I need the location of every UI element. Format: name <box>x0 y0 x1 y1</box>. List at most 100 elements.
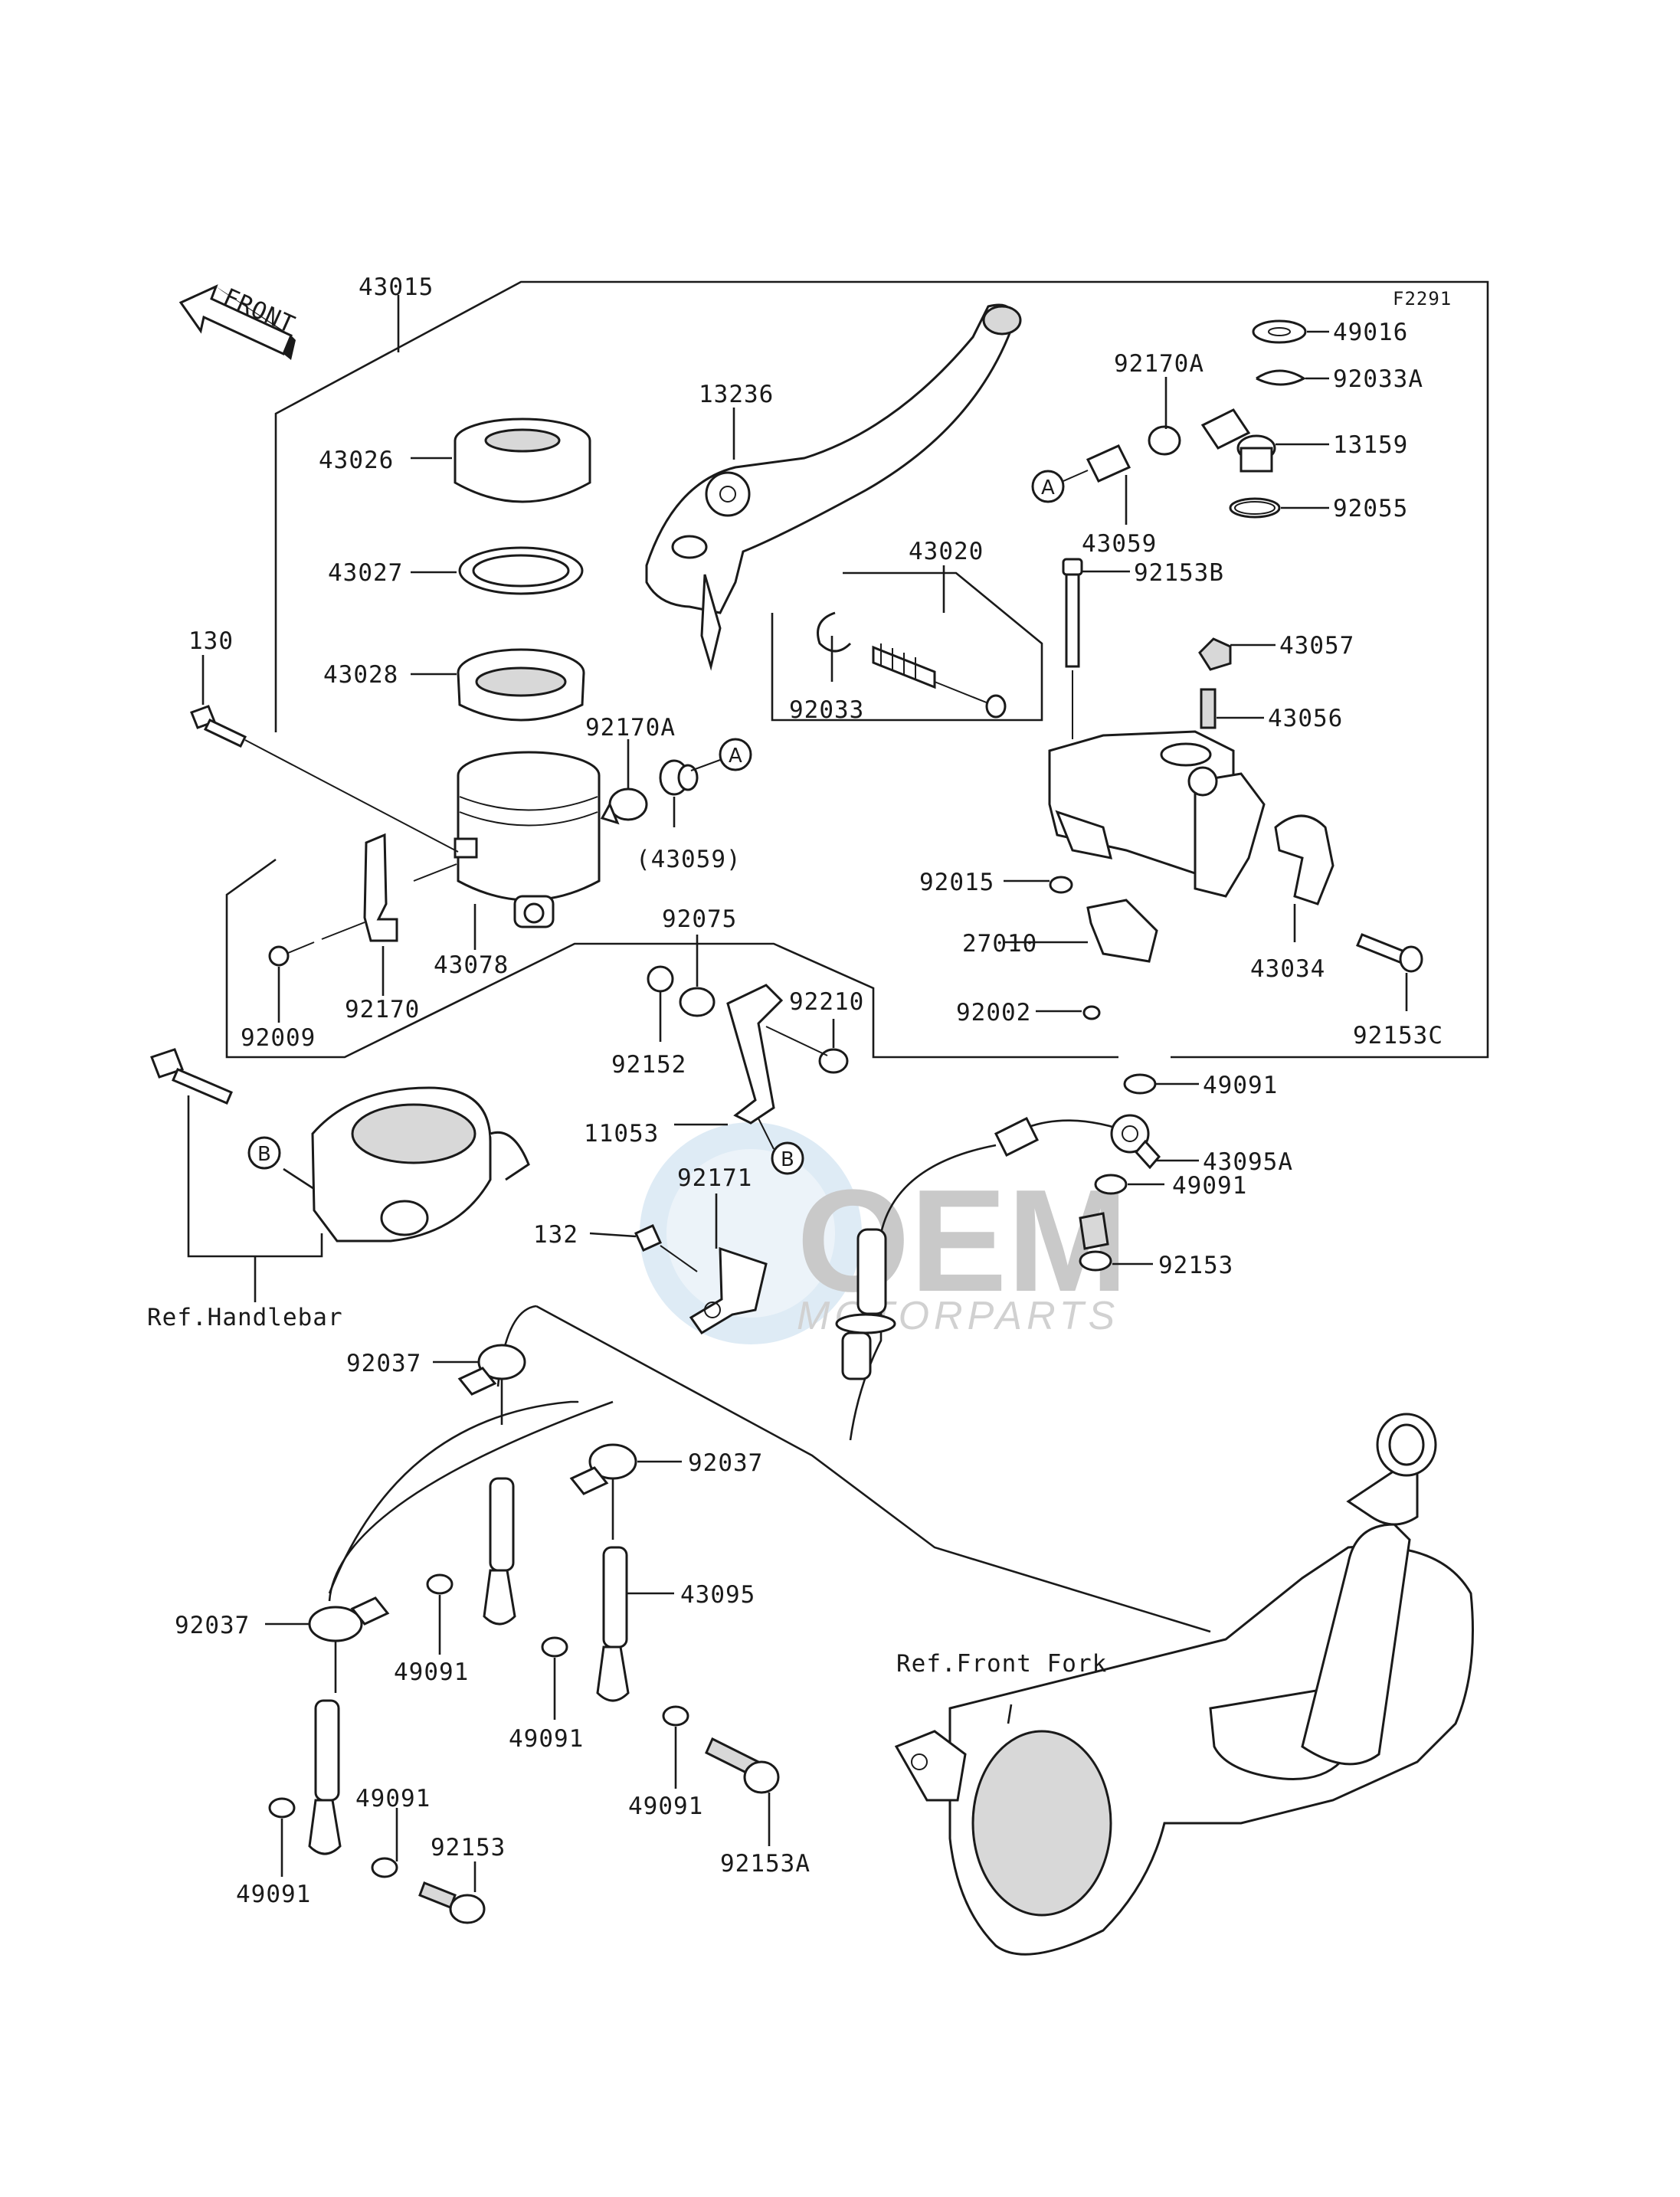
banjo-bolt-92153-right <box>1079 1212 1112 1272</box>
label-92075: 92075 <box>662 905 737 933</box>
grommet-92075 <box>679 987 716 1017</box>
clamp-92170A-left <box>600 787 648 825</box>
washer-49091-upper <box>1123 1073 1157 1095</box>
label-43026: 43026 <box>319 447 394 474</box>
label-92002: 92002 <box>956 999 1031 1026</box>
label-49091-mid: 49091 <box>1172 1172 1247 1200</box>
label-13236: 13236 <box>699 381 774 408</box>
hose-lower-c <box>328 1400 614 1602</box>
label-49091-e: 49091 <box>628 1793 703 1820</box>
label-49091-g: 49091 <box>236 1881 311 1908</box>
label-27010: 27010 <box>962 930 1037 958</box>
handlebar-bolt <box>150 1048 233 1105</box>
assembly-boundary-lower <box>225 858 1118 1059</box>
label-49091-c: 49091 <box>394 1658 469 1686</box>
label-92153-right: 92153 <box>1158 1252 1233 1279</box>
clamp-43034 <box>1274 814 1335 905</box>
screw-92009 <box>268 941 315 967</box>
watermark-globe-icon <box>640 1122 862 1344</box>
watermark-brand: OEM <box>797 1160 1128 1322</box>
handlebar-ref-bracket <box>187 1095 323 1258</box>
part-labels: 43015 43026 43027 43028 130 92170A (4305… <box>147 273 1443 1908</box>
nut-92210 <box>818 1048 849 1074</box>
label-49091-upper: 49091 <box>1203 1072 1278 1099</box>
callout-A-right: A <box>1031 470 1089 503</box>
label-92033A: 92033A <box>1333 365 1423 393</box>
bolt-132 <box>634 1224 698 1272</box>
label-43095: 43095 <box>680 1581 755 1609</box>
reservoir-plate <box>458 546 584 595</box>
master-cylinder-body <box>1048 730 1266 898</box>
svg-text:A: A <box>1041 476 1055 499</box>
fitting-92037-left <box>308 1596 390 1642</box>
label-49091-d: 49091 <box>509 1725 584 1753</box>
label-92153A: 92153A <box>720 1850 811 1878</box>
label-43027: 43027 <box>328 559 403 587</box>
label-43015: 43015 <box>359 273 434 301</box>
label-92170: 92170 <box>345 996 420 1023</box>
label-ref-handlebar: Ref.Handlebar <box>147 1304 343 1331</box>
label-92153C: 92153C <box>1353 1022 1443 1049</box>
svg-text:A: A <box>729 745 742 768</box>
label-13159: 13159 <box>1333 431 1408 459</box>
cap-49016 <box>1252 319 1307 344</box>
oring-92055 <box>1229 497 1281 519</box>
circlip-92033 <box>817 611 852 653</box>
label-43020: 43020 <box>909 538 984 565</box>
washers-49091-lower <box>268 1573 689 1878</box>
figure-code: F2291 <box>1393 288 1452 309</box>
label-92153-lower: 92153 <box>431 1834 506 1861</box>
hose-sleeve-left <box>308 1699 342 1855</box>
brake-lever <box>645 303 1022 671</box>
piston-kit-box <box>771 571 1043 722</box>
clamp-92170A-right <box>1148 425 1181 456</box>
callout-B-right: B <box>758 1118 804 1175</box>
label-49091-f: 49091 <box>355 1785 431 1812</box>
bleeder-cap-43057 <box>1198 637 1232 671</box>
washer-92152 <box>647 965 674 993</box>
label-ref-front-fork: Ref.Front Fork <box>896 1650 1107 1678</box>
label-43059-paren: (43059) <box>636 846 742 873</box>
screw-92002 <box>1082 1005 1101 1020</box>
switch-27010 <box>1086 899 1158 963</box>
label-130: 130 <box>188 627 234 655</box>
label-92153B: 92153B <box>1134 559 1224 587</box>
assembly-boundary <box>274 280 1489 1059</box>
hose-43095A <box>994 1114 1161 1170</box>
label-43059: 43059 <box>1082 530 1157 558</box>
hose-43059-right <box>1086 444 1131 483</box>
label-92037-mid: 92037 <box>688 1449 763 1477</box>
front-arrow-icon: FRONT <box>178 283 300 360</box>
label-92037-top: 92037 <box>346 1350 421 1377</box>
label-43056: 43056 <box>1268 705 1343 732</box>
circlip-92033A <box>1256 369 1306 386</box>
callout-B-left: B <box>247 1136 281 1170</box>
label-92152: 92152 <box>611 1051 686 1079</box>
pivot-bolt-92153B <box>1062 558 1083 668</box>
bracket-11053 <box>726 984 784 1125</box>
watermark: OEM MOTORPARTS <box>640 1122 1128 1344</box>
label-43095A: 43095A <box>1203 1148 1293 1176</box>
handlebar-clamp <box>311 1086 530 1243</box>
hose-sleeve-43095 <box>596 1546 630 1702</box>
reservoir-diaphragm <box>457 648 585 722</box>
fitting-92037-top <box>457 1344 526 1396</box>
label-92170A-top: 92170A <box>1114 350 1204 378</box>
label-43034: 43034 <box>1250 955 1325 983</box>
label-92009: 92009 <box>241 1024 316 1052</box>
reservoir-tank <box>454 751 601 928</box>
label-11053: 11053 <box>584 1120 659 1148</box>
washer-49091-mid <box>1094 1174 1128 1195</box>
label-49016: 49016 <box>1333 319 1408 346</box>
label-92055: 92055 <box>1333 495 1408 522</box>
label-92170A-mid: 92170A <box>585 714 676 742</box>
reservoir-cap <box>454 417 591 503</box>
label-43028: 43028 <box>323 661 398 689</box>
bracket-92170 <box>363 833 398 942</box>
label-132: 132 <box>533 1221 578 1249</box>
bolt-130 <box>190 705 247 748</box>
label-43078: 43078 <box>434 951 509 979</box>
label-43057: 43057 <box>1279 632 1354 660</box>
hose-route <box>535 1305 1211 1633</box>
